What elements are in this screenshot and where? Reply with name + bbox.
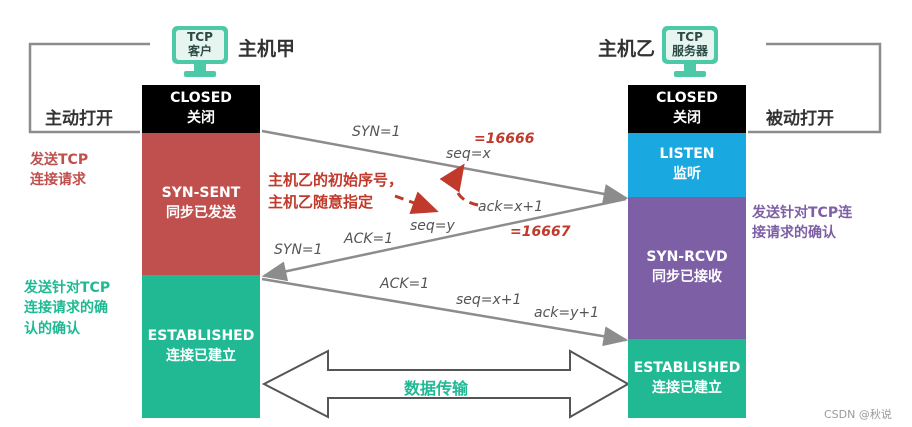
synack-syn-label: SYN=1 — [274, 242, 323, 258]
client-send-request-note: 发送TCP 连接请求 — [30, 150, 88, 191]
synack-arrow — [261, 197, 627, 282]
server-state-established-cn: 连接已建立 — [652, 379, 722, 396]
client-monitor-line1: TCP — [187, 30, 213, 44]
server-monitor-icon: TCP 服务器 — [662, 26, 718, 78]
client-state-established-cn: 连接已建立 — [166, 347, 236, 364]
isn-note: 主机乙的初始序号， 主机乙随意指定 — [268, 170, 403, 214]
client-monitor-icon: TCP 客户 — [172, 26, 228, 78]
server-state-syn-rcvd: SYN-RCVD 同步已接收 — [628, 197, 746, 339]
client-confirm-note: 发送针对TCP 连接请求的确 认的确认 — [24, 278, 110, 339]
isn-note-line2: 主机乙随意指定 — [268, 192, 374, 211]
server-host-name: 主机乙 — [598, 38, 656, 60]
synack-seq-label: seq=y — [410, 218, 455, 234]
server-confirm-line1: 发送针对TCP连 — [752, 205, 853, 221]
server-state-listen: LISTEN 监听 — [628, 133, 746, 197]
server-monitor-line1: TCP — [677, 30, 703, 44]
client-state-syn-sent-name: SYN-SENT — [161, 185, 241, 202]
client-send-request-line1: 发送TCP — [30, 152, 89, 168]
server-state-closed-cn: 关闭 — [673, 110, 701, 126]
client-monitor-line2: 客户 — [187, 43, 212, 58]
client-state-syn-sent: SYN-SENT 同步已发送 — [142, 133, 260, 275]
client-state-closed-cn: 关闭 — [187, 110, 215, 126]
server-state-established-name: ESTABLISHED — [633, 359, 741, 376]
syn-seq-label: seq=x — [446, 146, 491, 162]
server-state-syn-rcvd-cn: 同步已接收 — [652, 269, 722, 285]
server-state-established: ESTABLISHED 连接已建立 — [628, 339, 746, 418]
client-active-open-label: 主动打开 — [45, 109, 113, 129]
server-state-closed: CLOSED 关闭 — [628, 85, 746, 133]
ack-flag-label: ACK=1 — [380, 276, 430, 292]
client-state-established: ESTABLISHED 连接已建立 — [142, 275, 260, 418]
client-confirm-line3: 认的确认 — [24, 320, 80, 337]
client-open-bracket — [28, 42, 150, 134]
client-state-closed: CLOSED 关闭 — [142, 85, 260, 133]
client-state-closed-name: CLOSED — [170, 90, 232, 107]
client-confirm-line1: 发送针对TCP — [24, 280, 111, 296]
synack-ack-label: ACK=1 — [344, 231, 394, 247]
synack-ackno-label: ack=x+1 — [478, 199, 544, 215]
client-host-name: 主机甲 — [238, 38, 296, 60]
client-state-syn-sent-cn: 同步已发送 — [166, 205, 236, 221]
syn-flag-label: SYN=1 — [352, 124, 401, 140]
server-state-listen-cn: 监听 — [673, 166, 701, 182]
server-confirm-note: 发送针对TCP连 接请求的确认 — [752, 203, 852, 244]
watermark: CSDN @秋说 — [824, 408, 892, 421]
data-transfer-label: 数据传输 — [404, 379, 469, 398]
client-send-request-line2: 连接请求 — [30, 172, 86, 189]
server-passive-open-label: 被动打开 — [766, 109, 834, 129]
client-state-established-name: ESTABLISHED — [147, 327, 255, 344]
seq-pointer — [439, 163, 479, 207]
server-monitor-line2: 服务器 — [671, 43, 708, 58]
seq-x-value: =16666 — [474, 131, 535, 147]
isn-note-line1: 主机乙的初始序号， — [268, 171, 404, 189]
seq-y-value: =16667 — [510, 224, 571, 240]
server-state-listen-name: LISTEN — [659, 146, 715, 163]
ack-arrow — [261, 277, 629, 347]
server-state-syn-rcvd-name: SYN-RCVD — [646, 249, 728, 266]
isn-pointer — [394, 191, 439, 215]
server-confirm-line2: 接请求的确认 — [752, 225, 836, 242]
server-state-closed-name: CLOSED — [656, 90, 718, 107]
client-confirm-line2: 连接请求的确 — [24, 300, 108, 317]
ack-seq-label: seq=x+1 — [456, 292, 522, 308]
ack-ackno-label: ack=y+1 — [534, 305, 600, 321]
server-open-bracket — [748, 42, 882, 134]
